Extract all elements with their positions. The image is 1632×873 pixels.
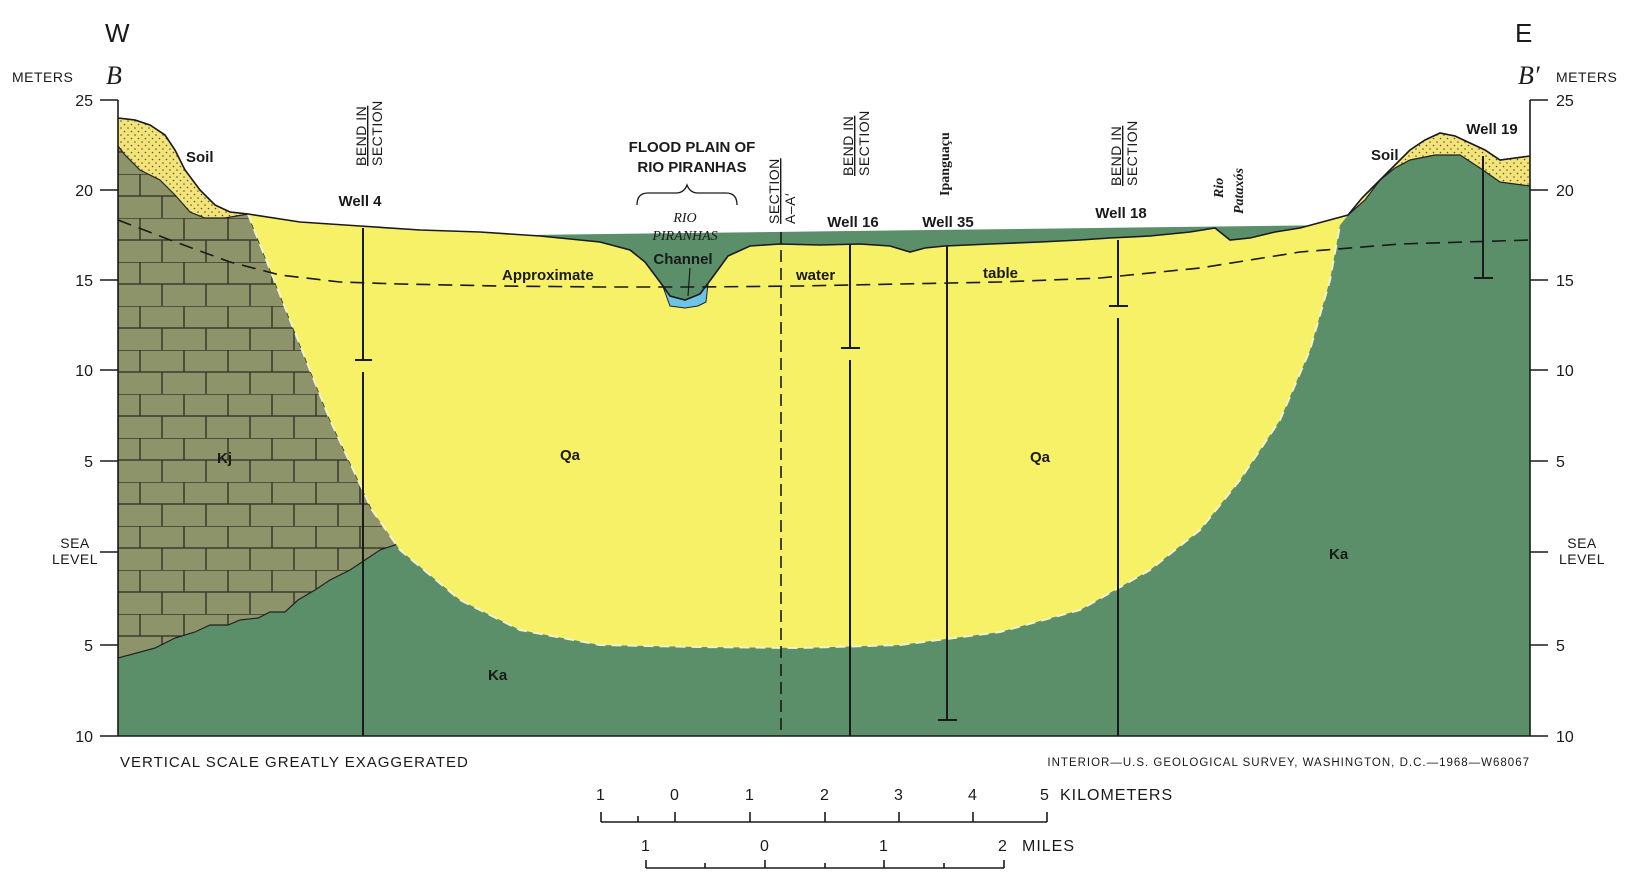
mile-scale-bar: 1 0 1 2 MILES <box>641 838 1075 869</box>
ka-right-label: Ka <box>1329 546 1349 563</box>
rio-pataxos-line2: Pataxós <box>1232 168 1247 214</box>
right-tick-minus5: 5 <box>1556 638 1565 655</box>
kj-label: Kj <box>217 450 232 467</box>
bend2-line1: BEND IN <box>840 116 856 176</box>
bend-in-section-2: BEND IN SECTION <box>840 110 872 176</box>
km-tick-label-1a: 1 <box>596 787 606 804</box>
vertical-scale-note: VERTICAL SCALE GREATLY EXAGGERATED <box>120 754 469 771</box>
channel-label: Channel <box>653 251 712 268</box>
water-table-label-1: Approximate <box>502 267 594 284</box>
rio-piranhas-label-line2: PIRANHAS <box>651 229 717 244</box>
section-start-label: B <box>106 61 122 90</box>
water-table-label-2: water <box>795 267 835 284</box>
km-tick-label-5: 5 <box>1040 787 1050 804</box>
bend-in-section-3: BEND IN SECTION <box>1108 120 1140 186</box>
east-label: E <box>1515 18 1532 48</box>
mi-tick-label-2: 2 <box>998 838 1008 855</box>
left-tick-minus10: 10 <box>75 729 93 746</box>
left-sea-level: SEA LEVEL <box>52 535 98 567</box>
water-table-label-3: table <box>983 265 1018 282</box>
bend3-line2: SECTION <box>1124 120 1140 186</box>
well-19-label: Well 19 <box>1466 121 1517 138</box>
mi-tick-label-1a: 1 <box>641 838 651 855</box>
well-18-label: Well 18 <box>1095 205 1146 222</box>
left-tick-labels: 25 20 15 10 5 5 10 <box>75 93 93 746</box>
bend3-line1: BEND IN <box>1108 126 1124 186</box>
flood-plain-brace <box>636 183 738 206</box>
section-line2: A–A′ <box>782 193 798 224</box>
soil-left-label: Soil <box>186 149 214 166</box>
right-sea-level: SEA LEVEL <box>1559 535 1605 567</box>
flood-plain-label-line1: FLOOD PLAIN OF <box>629 139 756 156</box>
ipanguacu-label: Ipanguaçu <box>938 132 953 196</box>
left-tick-25: 25 <box>75 93 93 110</box>
km-unit-label: KILOMETERS <box>1060 787 1173 804</box>
wells <box>355 156 1493 736</box>
km-tick-label-2: 2 <box>820 787 830 804</box>
left-tick-20: 20 <box>75 183 93 200</box>
mi-tick-label-1: 1 <box>879 838 889 855</box>
bend1-line1: BEND IN <box>353 106 369 166</box>
km-tick-label-0: 0 <box>670 787 680 804</box>
qa-contact-line <box>247 213 1341 650</box>
bend-in-section-1: BEND IN SECTION <box>353 100 385 166</box>
km-tick-label-1: 1 <box>745 787 755 804</box>
right-sea-level-line1: SEA <box>1567 535 1597 551</box>
right-tick-15: 15 <box>1556 273 1574 290</box>
left-tick-minus5: 5 <box>84 638 93 655</box>
left-tick-15: 15 <box>75 273 93 290</box>
ka-left-label: Ka <box>488 667 508 684</box>
publisher-credit: INTERIOR—U.S. GEOLOGICAL SURVEY, WASHING… <box>1047 757 1530 769</box>
west-label: W <box>105 18 130 48</box>
well-35-label: Well 35 <box>922 214 973 231</box>
rio-piranhas-label-line1: RIO <box>672 211 696 226</box>
flood-plain-label-line2: RIO PIRANHAS <box>637 159 746 176</box>
right-tick-20: 20 <box>1556 183 1574 200</box>
soil-right-label: Soil <box>1371 147 1399 164</box>
km-tick-label-4: 4 <box>968 787 978 804</box>
mi-unit-label: MILES <box>1022 838 1075 855</box>
bend2-line2: SECTION <box>856 110 872 176</box>
left-tick-10: 10 <box>75 363 93 380</box>
left-tick-5: 5 <box>84 454 93 471</box>
qa-right-label: Qa <box>1030 449 1051 466</box>
right-tick-25: 25 <box>1556 93 1574 110</box>
rio-pataxos-label: Rio Pataxós <box>1212 168 1247 214</box>
right-unit-label: METERS <box>1556 69 1617 85</box>
left-sea-level-line1: SEA <box>60 535 90 551</box>
right-axis <box>1529 99 1548 737</box>
well-4-label: Well 4 <box>338 193 382 210</box>
right-tick-5: 5 <box>1556 454 1565 471</box>
left-sea-level-line2: LEVEL <box>52 551 98 567</box>
left-axis <box>100 99 119 737</box>
section-a-a-label: SECTION A–A′ <box>766 158 798 224</box>
left-unit-label: METERS <box>12 69 73 85</box>
section-end-label: B′ <box>1518 61 1540 90</box>
bend1-line2: SECTION <box>369 100 385 166</box>
right-tick-minus10: 10 <box>1556 729 1574 746</box>
qa-unit-fill <box>248 214 1348 648</box>
mi-tick-label-0: 0 <box>760 838 770 855</box>
rio-pataxos-line1: Rio <box>1212 178 1227 199</box>
right-sea-level-line2: LEVEL <box>1559 551 1605 567</box>
km-tick-label-3: 3 <box>894 787 904 804</box>
right-tick-labels: 25 20 15 10 5 5 10 <box>1556 93 1574 746</box>
ground-surface-line <box>118 117 1530 301</box>
water-table-line <box>118 219 1530 288</box>
section-line1: SECTION <box>766 158 782 224</box>
well-16-label: Well 16 <box>827 214 878 231</box>
channel-leader <box>687 267 691 297</box>
km-scale-bar: 1 0 1 2 3 4 5 KILOMETERS <box>596 787 1173 823</box>
qa-left-label: Qa <box>560 447 581 464</box>
right-tick-10: 10 <box>1556 363 1574 380</box>
